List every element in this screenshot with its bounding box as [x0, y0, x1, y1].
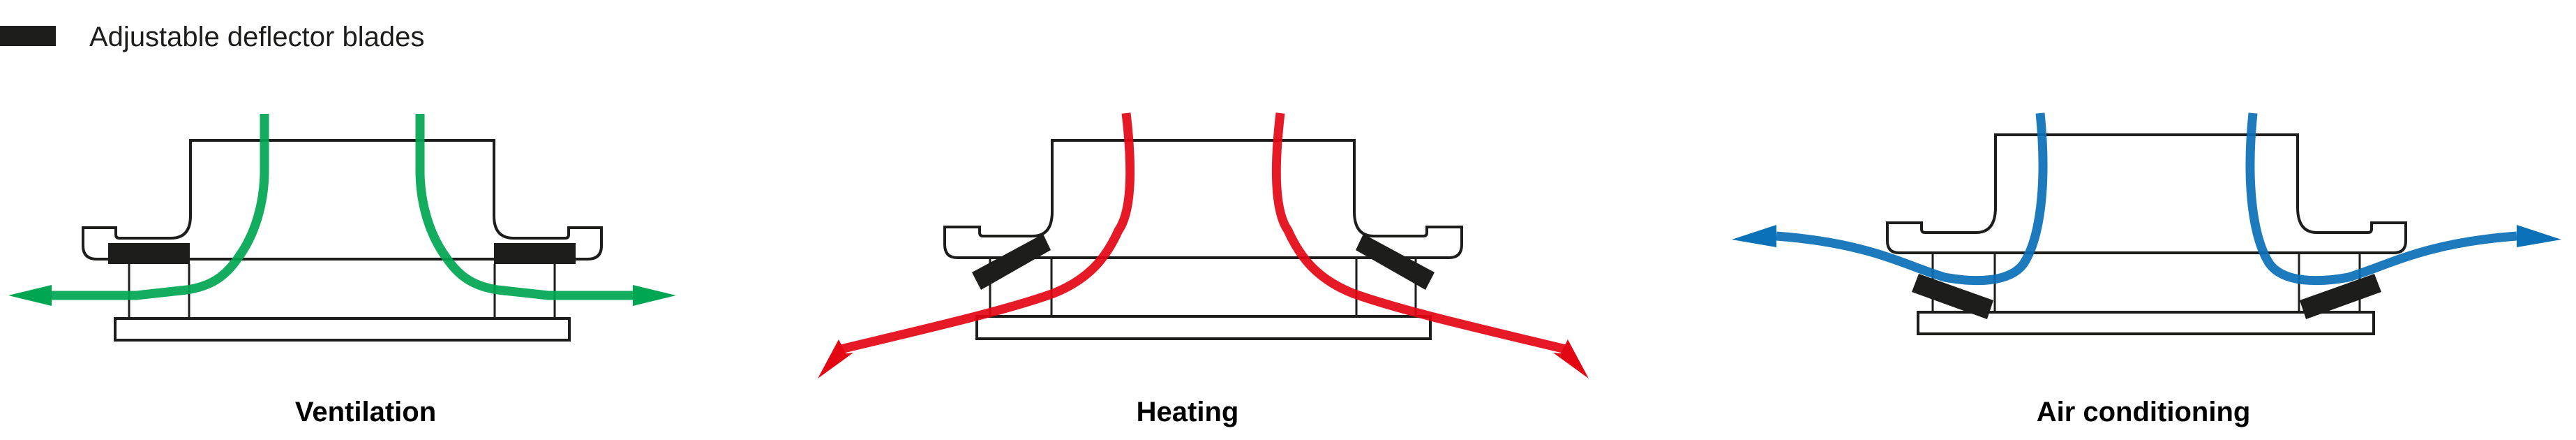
diffuser-housing [82, 139, 603, 261]
legend: Adjustable deflector blades [0, 22, 424, 52]
air-conditioning-panel [1732, 112, 2561, 335]
left-deflector-blade [1912, 274, 1993, 319]
right-deflector-blade [494, 243, 576, 264]
diffuser-face-plate [975, 315, 1432, 340]
left-deflector-blade [972, 234, 1051, 290]
arrowhead-icon [633, 285, 676, 306]
heating-label: Heating [1137, 397, 1239, 427]
right-airflow-arrow [2245, 112, 2517, 286]
arrowhead-icon [8, 285, 52, 306]
air-conditioning-label: Air conditioning [2037, 397, 2251, 427]
arrowhead-icon [818, 339, 853, 379]
right-deflector-blade [1356, 234, 1435, 290]
diffuser-face-plate [1917, 311, 2375, 335]
arrowhead-icon [1732, 225, 1776, 247]
left-airflow-arrow [49, 114, 269, 300]
ventilation-label: Ventilation [295, 397, 436, 427]
right-airflow-arrow [1271, 112, 1567, 354]
left-deflector-blade [108, 243, 190, 264]
arrowhead-icon [2517, 225, 2561, 247]
diffuser-housing [943, 139, 1463, 259]
right-airflow-arrow [415, 114, 636, 300]
right-deflector-blade [2300, 274, 2381, 319]
ventilation-panel [8, 114, 676, 342]
heating-panel [818, 112, 1589, 379]
arrowhead-icon [1553, 339, 1589, 379]
left-airflow-arrow [1776, 112, 2048, 286]
diffuser-housing [1886, 133, 2407, 254]
diffuser-face-plate [114, 317, 571, 342]
left-airflow-arrow [839, 112, 1135, 354]
legend-swatch [0, 26, 56, 46]
legend-label: Adjustable deflector blades [89, 22, 424, 52]
